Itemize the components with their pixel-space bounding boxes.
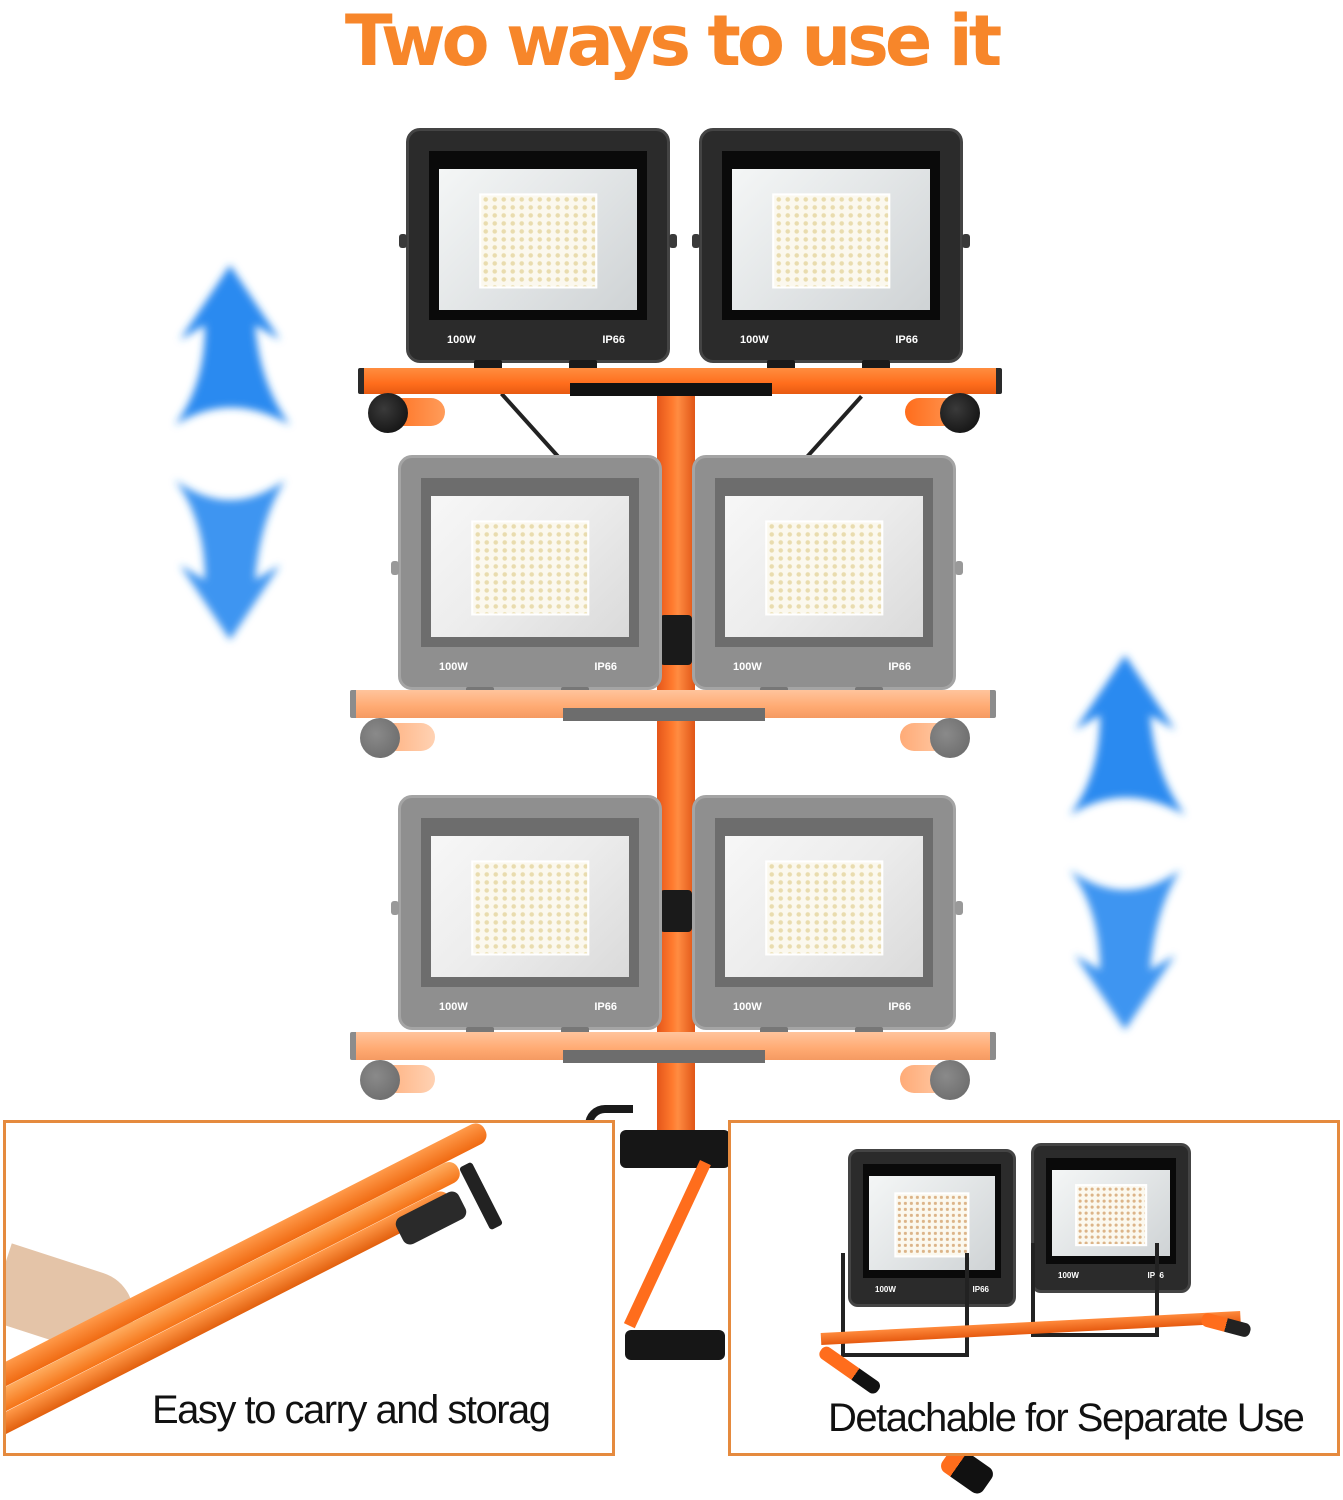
floodlight-top-right: 100W IP66 — [692, 128, 970, 372]
panel-caption-detachable: Detachable for Separate Use — [828, 1396, 1305, 1440]
tripod-leg — [623, 1160, 711, 1329]
lamp-bracket — [841, 1253, 969, 1357]
wattage-label: 100W — [447, 334, 476, 346]
knob-icon[interactable] — [930, 1060, 970, 1100]
floodlight-top-left: 100W IP66 — [399, 128, 677, 372]
wattage-label: 100W — [740, 334, 769, 346]
led-array — [471, 859, 589, 956]
led-array — [471, 519, 589, 616]
panel-easy-carry: Easy to carry and storag — [3, 1120, 615, 1456]
knob-icon[interactable] — [368, 393, 408, 433]
tray-top-clamp — [570, 383, 772, 396]
wattage-label: 100W — [733, 661, 762, 673]
wattage-label: 100W — [439, 661, 468, 673]
lamp-bracket — [1031, 1243, 1159, 1337]
stand-pole — [657, 395, 695, 1155]
rating-label: IP66 — [895, 334, 918, 346]
floodlight-detached-right: 100W IP66 — [1031, 1143, 1191, 1293]
tripod-hub-lower — [625, 1330, 725, 1360]
rating-label: IP66 — [888, 661, 911, 673]
wattage-label: 100W — [439, 1001, 468, 1013]
led-array — [765, 859, 883, 956]
tripod-mount-plate — [458, 1161, 504, 1231]
tripod-hub-upper — [620, 1130, 730, 1168]
rating-label: IP66 — [594, 1001, 617, 1013]
rating-label: IP66 — [594, 661, 617, 673]
rating-label: IP66 — [972, 1285, 989, 1294]
floodlight-detached-left: 100W IP66 — [848, 1149, 1016, 1307]
rating-label: IP66 — [888, 1001, 911, 1013]
pole-clamp-upper — [660, 615, 692, 665]
floodlight-middle-right: 100W IP66 — [692, 455, 963, 699]
tray-middle-clamp — [563, 708, 765, 721]
height-adjust-arrow-left — [160, 255, 300, 650]
led-array — [1075, 1184, 1147, 1246]
knob-icon[interactable] — [930, 718, 970, 758]
wattage-label: 100W — [875, 1285, 896, 1294]
rating-label: IP66 — [602, 334, 625, 346]
led-array — [479, 192, 597, 289]
knob-icon[interactable] — [360, 1060, 400, 1100]
wattage-label: 100W — [1058, 1271, 1079, 1280]
knob-icon[interactable] — [360, 718, 400, 758]
height-adjust-arrow-right — [1055, 645, 1195, 1040]
floodlight-bottom-left: 100W IP66 — [391, 795, 662, 1039]
panel-detachable: 100W IP66 100W IP66 Detachable for Separ… — [728, 1120, 1340, 1456]
page-title: Two ways to use it — [344, 0, 1002, 82]
tray-bottom-clamp — [563, 1050, 765, 1063]
floodlight-bottom-right: 100W IP66 — [692, 795, 963, 1039]
led-array — [772, 192, 890, 289]
floodlight-middle-left: 100W IP66 — [391, 455, 662, 699]
led-array — [894, 1192, 970, 1258]
vertical-double-arrow-icon — [175, 265, 290, 640]
pole-clamp-lower — [660, 890, 692, 932]
vertical-double-arrow-icon — [1070, 655, 1185, 1030]
wattage-label: 100W — [733, 1001, 762, 1013]
knob-icon[interactable] — [940, 393, 980, 433]
panel-caption-easy-carry: Easy to carry and storag — [152, 1388, 551, 1432]
led-array — [765, 519, 883, 616]
